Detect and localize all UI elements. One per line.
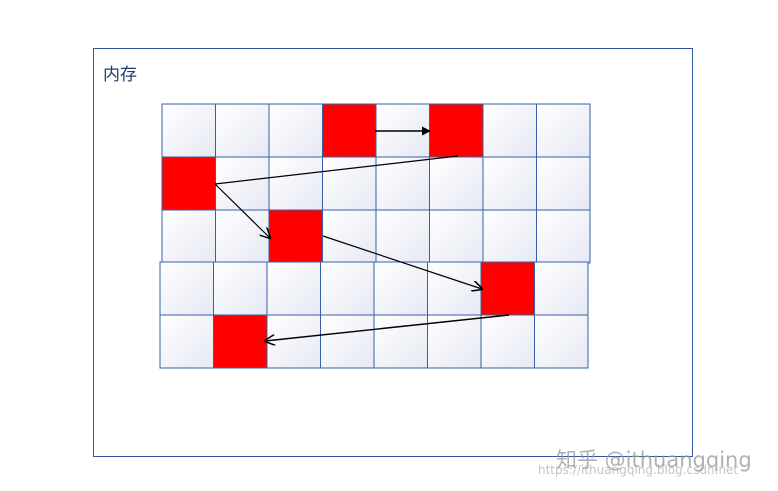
memory-cell-free <box>266 261 321 316</box>
memory-cell-free <box>429 156 484 211</box>
memory-cell-occupied <box>429 103 484 158</box>
memory-cell-free <box>320 261 375 316</box>
memory-cell-free <box>266 314 321 369</box>
memory-cell-free <box>482 103 537 158</box>
memory-cell-occupied <box>268 209 323 264</box>
memory-cell-occupied <box>213 314 268 369</box>
arrow-block2-to-block3 <box>214 155 459 185</box>
memory-cell-free <box>536 156 591 211</box>
memory-cell-free <box>268 103 323 158</box>
memory-cell-free <box>161 103 216 158</box>
memory-cell-free <box>215 209 270 264</box>
memory-cell-occupied <box>480 261 535 316</box>
watermark-zhihu: 知乎 @ithuangqing <box>556 448 752 472</box>
memory-cell-free <box>215 103 270 158</box>
memory-cell-free <box>159 314 214 369</box>
memory-cell-occupied <box>322 103 377 158</box>
memory-cell-occupied <box>161 156 216 211</box>
memory-cell-free <box>159 261 214 316</box>
memory-cell-free <box>427 261 482 316</box>
memory-cell-free <box>427 314 482 369</box>
memory-cell-free <box>373 261 428 316</box>
memory-cell-free <box>373 314 428 369</box>
memory-cell-free <box>320 314 375 369</box>
memory-cell-free <box>322 156 377 211</box>
memory-cell-free <box>534 261 589 316</box>
watermark-url: https://ithuangqing.blog.csdn.net <box>538 463 739 477</box>
memory-label: 内存 <box>103 65 137 85</box>
memory-frame <box>93 48 693 457</box>
memory-cell-free <box>429 209 484 264</box>
memory-cell-free <box>213 261 268 316</box>
memory-cell-free <box>536 103 591 158</box>
memory-grid <box>159 103 591 369</box>
memory-cell-free <box>536 209 591 264</box>
memory-cell-free <box>482 209 537 264</box>
memory-cell-free <box>161 209 216 264</box>
access-path-arrows <box>214 126 510 341</box>
arrow-block3-to-block4 <box>214 183 270 238</box>
memory-cell-free <box>375 209 430 264</box>
memory-cell-free <box>322 209 377 264</box>
memory-cell-free <box>482 156 537 211</box>
memory-cell-free <box>375 156 430 211</box>
memory-cell-free <box>534 314 589 369</box>
arrow-block4-to-block5 <box>322 235 482 289</box>
memory-cell-free <box>480 314 535 369</box>
arrow-block5-to-block6 <box>265 314 510 341</box>
memory-cell-free <box>268 156 323 211</box>
